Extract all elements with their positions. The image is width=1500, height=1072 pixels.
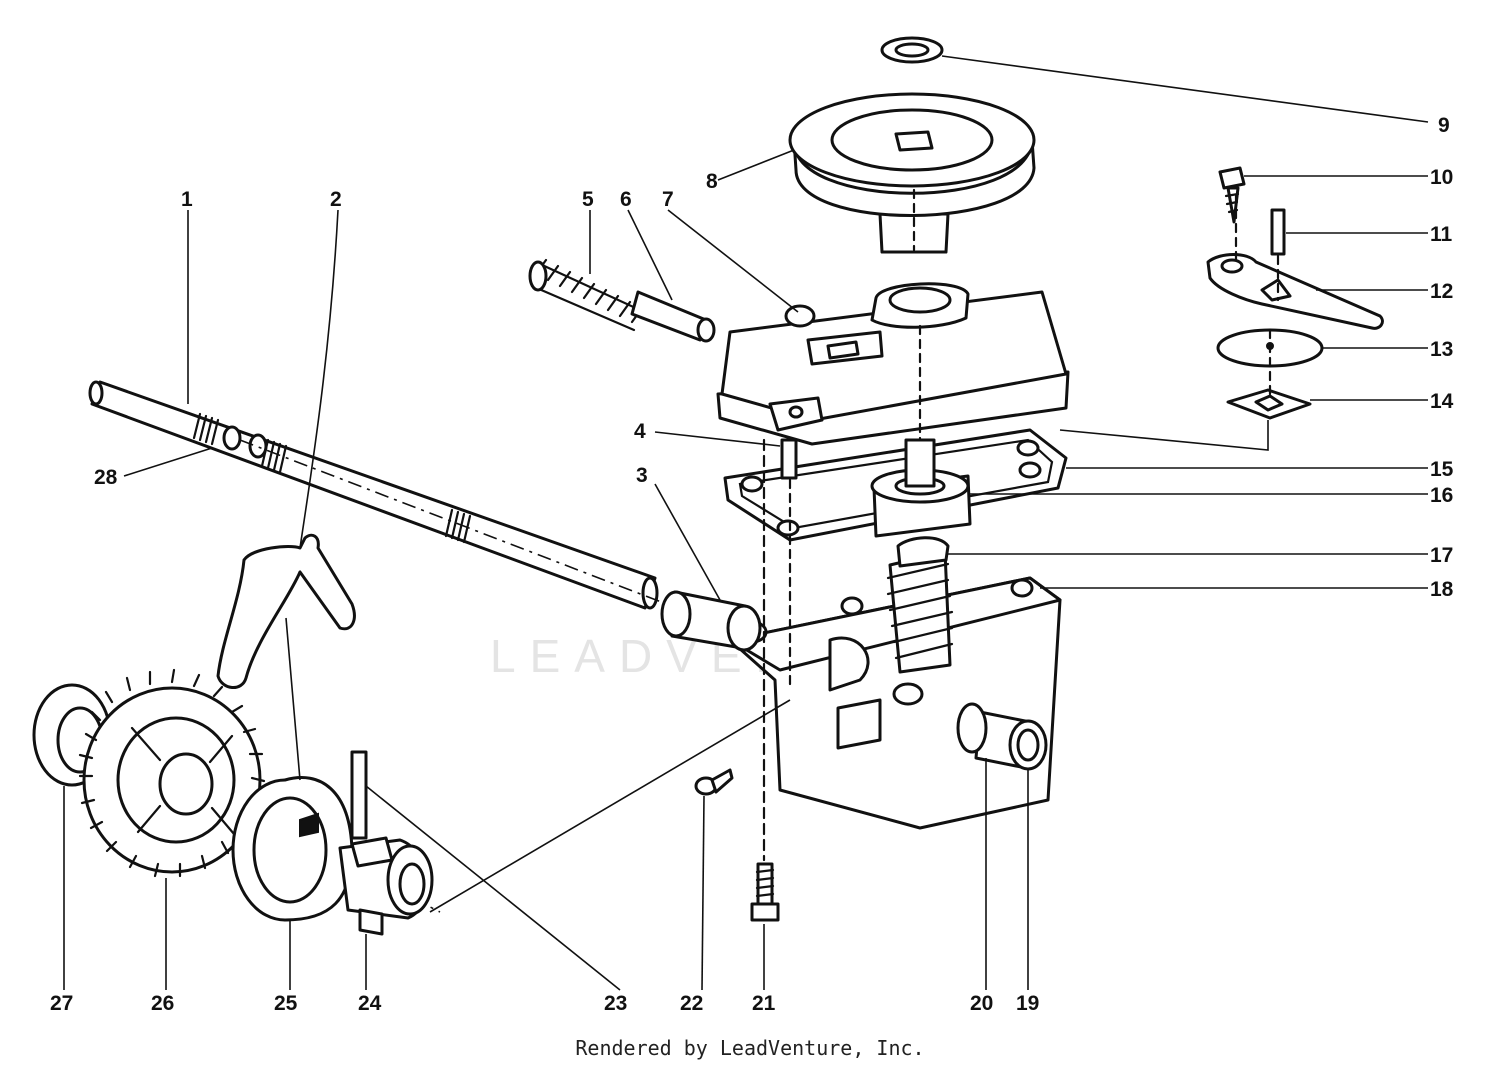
roll-pin — [350, 750, 368, 840]
callout-19: 19 — [1016, 992, 1039, 1015]
bearing — [660, 590, 762, 652]
spring — [528, 258, 644, 332]
shoulder-bolt — [750, 862, 780, 922]
callout-12: 12 — [1430, 280, 1453, 303]
callout-23: 23 — [604, 992, 627, 1015]
shift-rod — [630, 290, 716, 343]
callout-26: 26 — [151, 992, 174, 1015]
callout-14: 14 — [1430, 390, 1454, 413]
callout-3: 3 — [636, 464, 648, 487]
shift-arm — [1206, 253, 1384, 330]
bevel-gear — [78, 668, 266, 878]
credit-footer: Rendered by LeadVenture, Inc. — [575, 1036, 925, 1060]
callout-2: 2 — [330, 188, 342, 211]
callout-11: 11 — [1430, 223, 1453, 246]
axle-shaft — [88, 380, 659, 610]
plug-screw — [694, 768, 734, 796]
callout-21: 21 — [752, 992, 776, 1015]
callout-28: 28 — [94, 466, 118, 489]
callout-7: 7 — [662, 188, 674, 211]
callout-4: 4 — [634, 420, 646, 443]
oil-seal — [956, 702, 988, 754]
upper-bearing — [870, 438, 972, 538]
callout-17: 17 — [1430, 544, 1453, 567]
callout-25: 25 — [274, 992, 298, 1015]
pulley — [788, 92, 1036, 254]
callout-27: 27 — [50, 992, 73, 1015]
callout-20: 20 — [970, 992, 993, 1015]
shift-fork — [216, 533, 356, 689]
callout-16: 16 — [1430, 484, 1453, 507]
bushing — [974, 710, 1048, 771]
dowel-pin — [780, 438, 798, 480]
housing-cover — [716, 282, 1070, 446]
callout-5: 5 — [582, 188, 594, 211]
worm-gear — [886, 536, 954, 674]
callout-15: 15 — [1430, 458, 1454, 481]
callout-22: 22 — [680, 992, 703, 1015]
clutch — [231, 776, 354, 922]
callout-6: 6 — [620, 188, 632, 211]
key-plate — [1226, 388, 1312, 420]
callout-10: 10 — [1430, 166, 1453, 189]
callout-9: 9 — [1438, 114, 1450, 137]
callout-18: 18 — [1430, 578, 1454, 601]
callout-24: 24 — [358, 992, 382, 1015]
tapping-screw — [1218, 166, 1246, 224]
pin — [1270, 208, 1286, 256]
callout-13: 13 — [1430, 338, 1453, 361]
collar — [338, 836, 434, 936]
callout-1: 1 — [181, 188, 193, 211]
retaining-ring — [880, 36, 944, 64]
callout-8: 8 — [706, 170, 718, 193]
